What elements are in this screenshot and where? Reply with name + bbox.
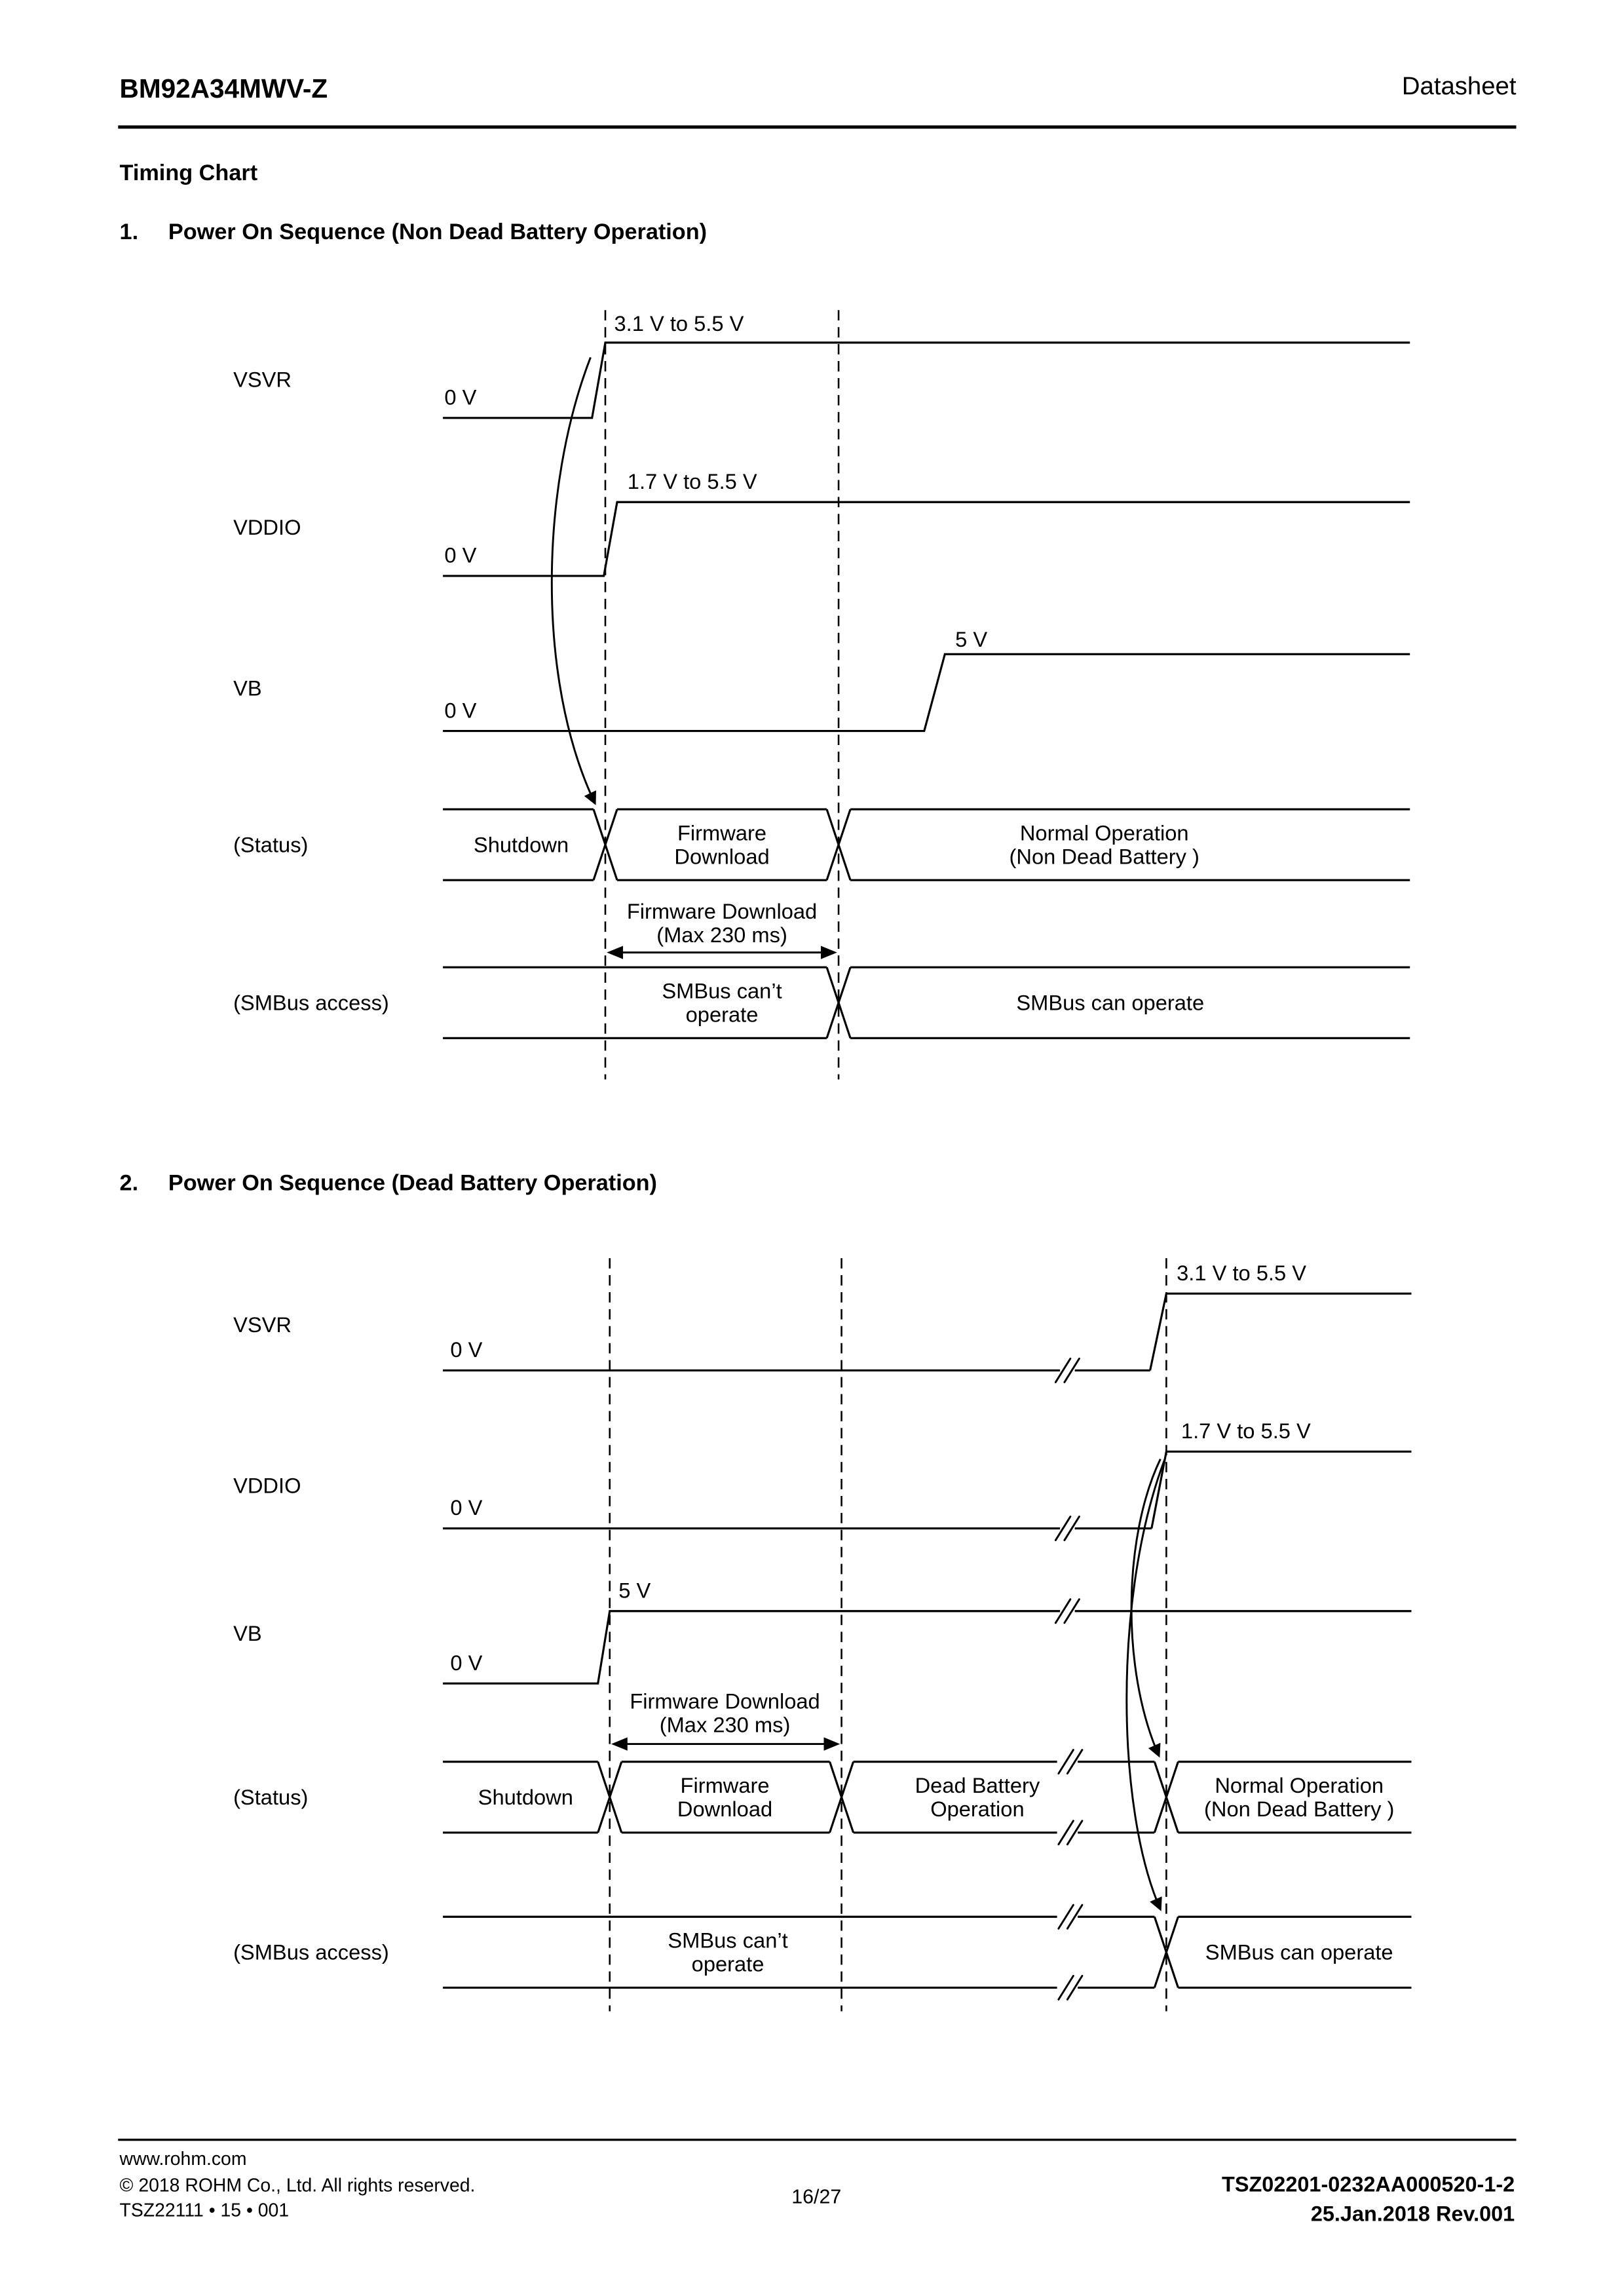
d2-vsvr-label: VSVR (233, 1312, 292, 1337)
d2-measure-arrow (611, 1737, 840, 1751)
d2-state-deadbattery-line1: Dead Battery (915, 1773, 1040, 1797)
d1-state-shutdown: Shutdown (474, 832, 569, 856)
doc-type-label: Datasheet (1402, 72, 1517, 100)
d1-smbus-label: (SMBus access) (233, 991, 389, 1015)
timing-chart-title: Timing Chart (120, 161, 258, 185)
footer-page-number: 16/27 (791, 2185, 841, 2208)
d2-state-normal-line1: Normal Operation (1215, 1773, 1384, 1797)
d2-vsvr-low-label: 0 V (450, 1337, 482, 1362)
product-title: BM92A34MWV-Z (120, 73, 328, 104)
d1-state-firmware-line2: Download (674, 844, 769, 868)
d1-smbus-cant-line1: SMBus can’t (662, 978, 782, 1003)
d1-annotation-line1: Firmware Download (627, 899, 817, 923)
section2-heading: Power On Sequence (Dead Battery Operatio… (168, 1170, 657, 1195)
section2-number: 2. (120, 1170, 139, 1195)
section1-number: 1. (120, 220, 139, 244)
d2-smbus-label: (SMBus access) (233, 1940, 389, 1964)
section1-heading: Power On Sequence (Non Dead Battery Oper… (168, 220, 707, 244)
d1-state-normal-line2: (Non Dead Battery ) (1010, 844, 1199, 868)
d2-state-firmware-line1: Firmware (681, 1773, 770, 1797)
d1-vsvr-label: VSVR (233, 367, 292, 391)
d1-smbus-can: SMBus can operate (1016, 991, 1204, 1015)
d1-smbus-band (443, 966, 1410, 1039)
footer-website: www.rohm.com (119, 2149, 247, 2170)
d2-vb-low-label: 0 V (450, 1651, 482, 1675)
d2-state-deadbattery-line2: Operation (930, 1797, 1024, 1821)
d2-vsvr-waveform (443, 1292, 1412, 1383)
d2-smbus-cant-line2: operate (692, 1952, 765, 1976)
d2-state-firmware-line2: Download (677, 1797, 772, 1821)
d2-annotation-line2: (Max 230 ms) (660, 1713, 791, 1737)
d1-vddio-waveform (443, 501, 1410, 577)
footer-doc-code: TSZ22111 • 15 • 001 (120, 2200, 290, 2221)
d2-annotation-line1: Firmware Download (630, 1689, 820, 1713)
d2-vddio-waveform (443, 1450, 1412, 1542)
d2-state-normal-line2: (Non Dead Battery ) (1204, 1797, 1394, 1821)
d1-state-normal-line1: Normal Operation (1020, 820, 1189, 845)
d1-measure-arrow (607, 946, 837, 959)
d1-smbus-cant-line2: operate (686, 1003, 759, 1027)
d2-trigger-arrow-smbus (1125, 1459, 1166, 1911)
footer-doc-number: TSZ02201-0232AA000520-1-2 (1222, 2172, 1515, 2196)
d1-vddio-high-label: 1.7 V to 5.5 V (628, 469, 757, 493)
d2-status-band (443, 1749, 1412, 1846)
d2-smbus-band (443, 1904, 1412, 2000)
page-footer: www.rohm.com © 2018 ROHM Co., Ltd. All r… (118, 2138, 1517, 2225)
d2-vsvr-high-label: 3.1 V to 5.5 V (1177, 1261, 1306, 1285)
d1-vsvr-low-label: 0 V (444, 385, 476, 410)
d2-smbus-cant-line1: SMBus can’t (668, 1928, 787, 1953)
d1-state-firmware-line1: Firmware (677, 820, 766, 845)
footer-copyright: © 2018 ROHM Co., Ltd. All rights reserve… (120, 2175, 476, 2196)
d2-vb-label: VB (233, 1621, 262, 1645)
d2-vddio-label: VDDIO (233, 1473, 301, 1497)
d1-vddio-low-label: 0 V (444, 543, 476, 567)
d1-vb-waveform (443, 653, 1410, 733)
page-header: BM92A34MWV-Z Datasheet (118, 72, 1517, 129)
d1-vddio-label: VDDIO (233, 515, 301, 539)
d2-vb-high-label: 5 V (618, 1578, 651, 1602)
d1-vb-high-label: 5 V (955, 627, 987, 651)
d2-state-shutdown: Shutdown (478, 1785, 573, 1809)
d1-vsvr-waveform (443, 341, 1410, 419)
d2-vb-waveform (443, 1598, 1412, 1685)
d1-status-band (443, 808, 1410, 881)
d2-smbus-can: SMBus can operate (1205, 1940, 1393, 1964)
d2-status-label: (Status) (233, 1785, 308, 1809)
d1-annotation-line2: (Max 230 ms) (656, 923, 787, 947)
diagram-1: VSVR 0 V 3.1 V to 5.5 V VDDIO 0 V 1.7 V … (233, 310, 1410, 1080)
d1-vb-low-label: 0 V (444, 698, 476, 722)
d1-trigger-arrow (550, 356, 596, 805)
d1-vb-label: VB (233, 676, 262, 700)
d2-vddio-low-label: 0 V (450, 1495, 482, 1520)
footer-revision: 25.Jan.2018 Rev.001 (1311, 2202, 1515, 2225)
diagram-2: VSVR 0 V 3.1 V to 5.5 V VDDIO 0 V 1.7 V … (233, 1258, 1412, 2012)
d1-vsvr-high-label: 3.1 V to 5.5 V (614, 311, 744, 335)
d2-vddio-high-label: 1.7 V to 5.5 V (1181, 1419, 1311, 1443)
d1-status-label: (Status) (233, 832, 308, 856)
